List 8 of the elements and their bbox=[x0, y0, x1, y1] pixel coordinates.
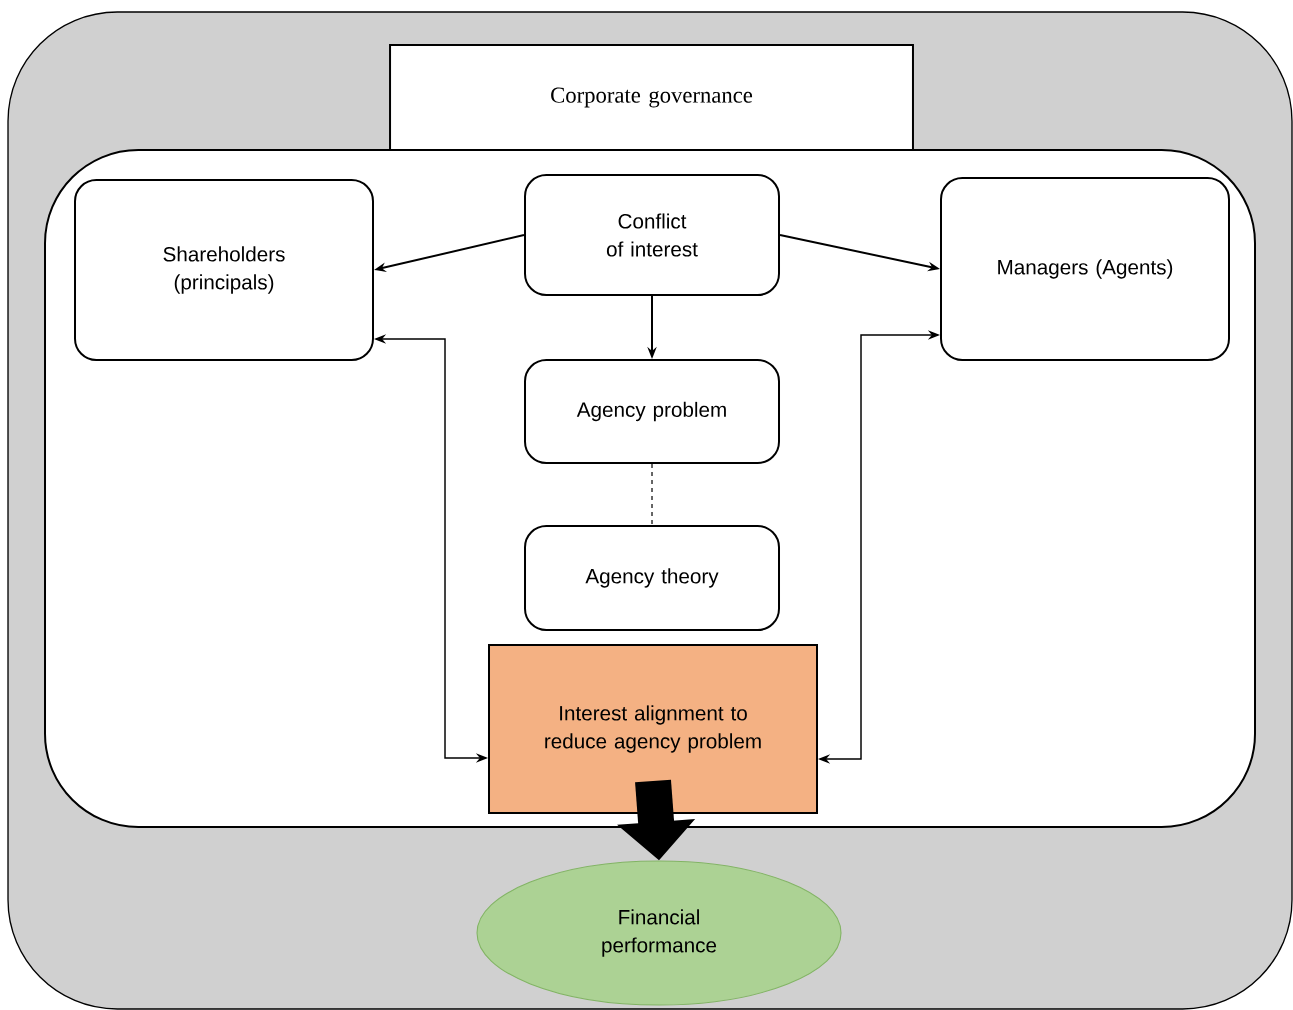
process-box: Conflict of interest bbox=[524, 174, 780, 296]
connector-line bbox=[651, 463, 653, 526]
process-box: Agency theory bbox=[524, 525, 780, 631]
process-box: Shareholders (principals) bbox=[74, 179, 374, 361]
title-box: Corporate governance bbox=[389, 43, 914, 152]
process-box: Managers (Agents) bbox=[940, 177, 1230, 361]
process-box: Agency problem bbox=[524, 359, 780, 464]
highlight-box: Interest alignment to reduce agency problem bbox=[488, 644, 818, 814]
